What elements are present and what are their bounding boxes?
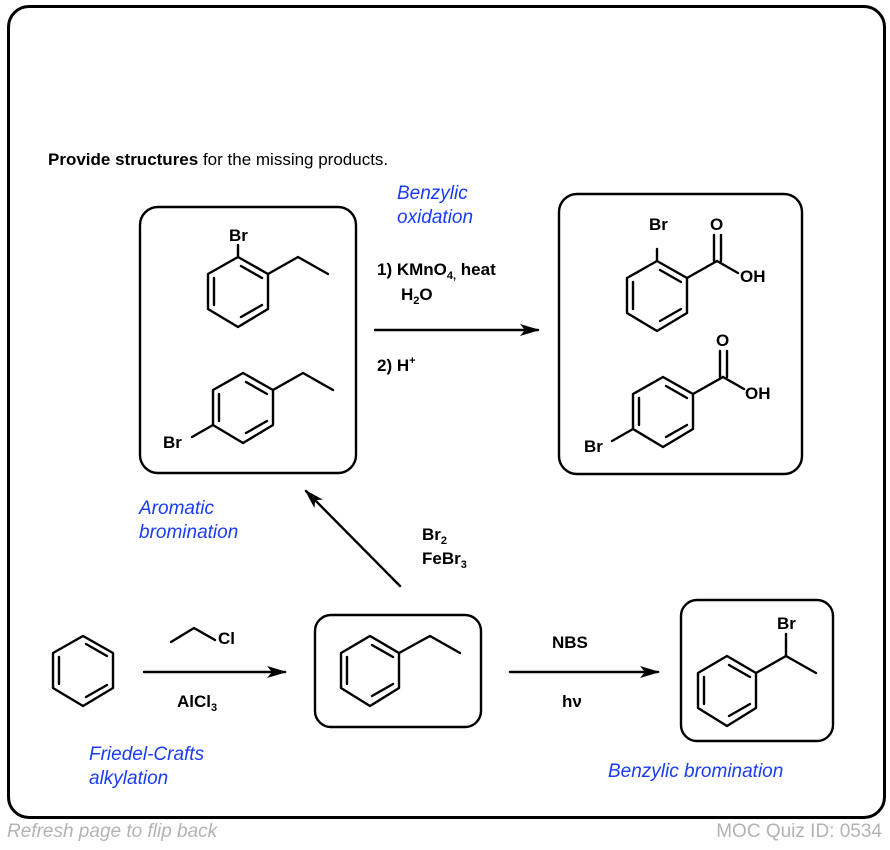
reagent-text: 2) H [377, 356, 410, 375]
reagent-text: Br [422, 525, 441, 544]
benzene-molecule [51, 634, 115, 708]
reagent-subscript: 3 [460, 559, 467, 571]
reagent-subscript: 3 [211, 702, 218, 714]
hydroxyl-group: OH [745, 384, 771, 403]
reagent-kmno4: 1) KMnO4, heat [377, 260, 496, 282]
reagent-alcl3: AlCl3 [177, 692, 217, 714]
product-box-benzylic-bromination [679, 598, 835, 743]
bromine-atom: Br [229, 226, 248, 245]
reagent-light: hν [562, 692, 582, 711]
product-box-benzylic-oxidation [557, 192, 804, 476]
label-aromatic-bromination: Aromatic bromination [139, 497, 238, 545]
label-line: Aromatic [139, 498, 214, 519]
quiz-card[interactable] [7, 5, 886, 819]
reagent-nbs: NBS [552, 633, 588, 652]
prompt-rest: for the missing products. [198, 150, 389, 169]
carbonyl-oxygen: O [716, 331, 730, 350]
reagent-acid: 2) H+ [377, 355, 416, 376]
reagent-text: FeBr [422, 549, 461, 568]
reagent-text: O [419, 285, 433, 304]
label-line: bromination [139, 522, 239, 543]
reagent-text: 1) KMnO [377, 260, 447, 279]
reagent-subscript: 2 [440, 535, 448, 547]
reagent-subscript: 4, [446, 270, 457, 282]
label-line: Benzylic [397, 183, 468, 204]
prompt-bold: Provide structures [48, 150, 199, 169]
label-line: Friedel-Crafts [89, 744, 205, 765]
chloroethane-cl-atom: Cl [218, 629, 235, 648]
reagent-text: heat [456, 260, 496, 279]
quiz-id: MOC Quiz ID: 0534 [716, 821, 882, 842]
label-benzylic-oxidation: Benzylic oxidation [397, 182, 473, 230]
bromine-atom: Br [649, 215, 668, 234]
bromine-atom: Br [777, 614, 796, 633]
reagent-subscript: 2 [413, 295, 420, 307]
label-friedel-crafts: Friedel-Crafts alkylation [89, 743, 204, 791]
bromine-atom: Br [584, 437, 603, 456]
benzylic-bromide-molecule [696, 632, 818, 728]
chloroethane-reagent [169, 626, 217, 644]
label-line: oxidation [397, 207, 474, 228]
para-bromobenzoic-acid-molecule [610, 349, 746, 449]
bromine-atom: Br [163, 433, 182, 452]
ortho-bromobenzoic-acid-molecule [625, 233, 740, 333]
reagent-febr3: FeBr3 [422, 549, 467, 571]
label-line: alkylation [89, 768, 169, 789]
product-box-friedel-crafts [313, 613, 483, 729]
reagent-water: H2O [401, 285, 433, 307]
arrow-aromatic-bromination [304, 489, 402, 588]
refresh-hint: Refresh page to flip back [7, 821, 218, 842]
reagent-br2: Br2 [422, 525, 447, 547]
question-prompt: Provide structures for the missing produ… [48, 150, 388, 170]
para-bromoethylbenzene-molecule [190, 371, 335, 445]
label-benzylic-bromination: Benzylic bromination [608, 761, 784, 782]
hydroxyl-group: OH [740, 267, 766, 286]
carbonyl-oxygen: O [710, 215, 724, 234]
reagent-text: H [401, 285, 414, 304]
ortho-bromoethylbenzene-molecule [206, 243, 330, 329]
product-box-aromatic-bromination [138, 205, 358, 475]
reagent-text: AlCl [177, 692, 211, 711]
reagent-superscript: + [409, 355, 416, 367]
ethylbenzene-molecule [339, 634, 462, 708]
